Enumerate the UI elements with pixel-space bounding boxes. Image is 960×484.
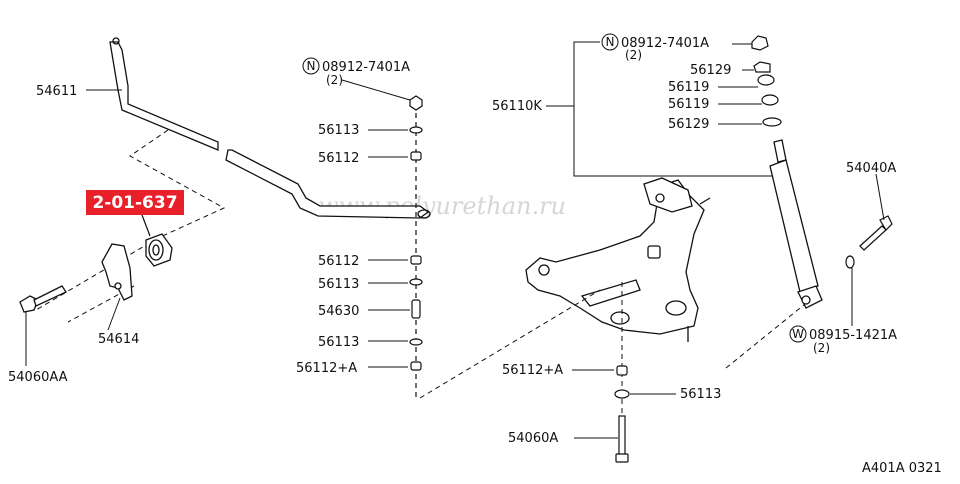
svg-text:N: N <box>307 59 316 73</box>
label-56113-a: 56113 <box>318 123 359 138</box>
label-56129-top: 56129 <box>690 63 731 78</box>
label-54060AA: 54060AA <box>8 370 68 385</box>
label-56112A-bottom: 56112+A <box>502 363 563 378</box>
label-54060A: 54060A <box>508 431 558 446</box>
callout-background <box>86 190 184 215</box>
label-56110K: 56110K <box>492 99 542 114</box>
leader-lines-bottom <box>572 369 676 439</box>
part-number-callout: 2-01-637 <box>86 190 184 237</box>
label-08912-7401A-left: 08912-7401A <box>322 60 410 75</box>
link-stack <box>409 95 423 398</box>
label-56112-b: 56112 <box>318 254 359 269</box>
diagram-code: A401A 0321 <box>862 461 942 476</box>
label-56112A-left: 56112+A <box>296 361 357 376</box>
bolt-54040A <box>845 215 893 269</box>
leader-lines-center <box>341 79 411 368</box>
svg-text:N: N <box>606 35 615 49</box>
clamp-bracket <box>101 243 133 301</box>
label-56129-bottom: 56129 <box>668 117 709 132</box>
label-56113-b: 56113 <box>318 277 359 292</box>
stabilizer-bar <box>109 37 431 219</box>
qty-08912-right: (2) <box>625 48 642 62</box>
label-54611: 54611 <box>36 84 77 99</box>
shock-absorber <box>769 139 823 309</box>
label-56113-c: 56113 <box>318 335 359 350</box>
label-56119-b: 56119 <box>668 97 709 112</box>
n-prefix-right: N <box>601 33 619 51</box>
label-54630: 54630 <box>318 304 359 319</box>
w-prefix: W <box>789 325 807 343</box>
mount-stack <box>751 35 782 127</box>
label-56119-a: 56119 <box>668 80 709 95</box>
label-56113-bottom: 56113 <box>680 387 721 402</box>
callout-label: 2-01-637 <box>92 193 177 213</box>
leader-lines-left <box>25 89 122 366</box>
label-54614: 54614 <box>98 332 139 347</box>
label-08915-1421A: 08915-1421A <box>809 328 897 343</box>
label-54040A: 54040A <box>846 161 896 176</box>
qty-08912-left: (2) <box>326 73 343 87</box>
leader-lines-right <box>546 41 885 326</box>
label-56112-a: 56112 <box>318 151 359 166</box>
qty-08915: (2) <box>813 341 830 355</box>
lower-stack <box>614 365 630 463</box>
bolt-54060AA <box>19 285 67 313</box>
bushing-part <box>145 233 173 267</box>
n-prefix-left: N <box>302 57 320 75</box>
label-08912-7401A-right: 08912-7401A <box>621 36 709 51</box>
lower-control-arm <box>525 177 711 342</box>
svg-text:W: W <box>792 327 804 341</box>
